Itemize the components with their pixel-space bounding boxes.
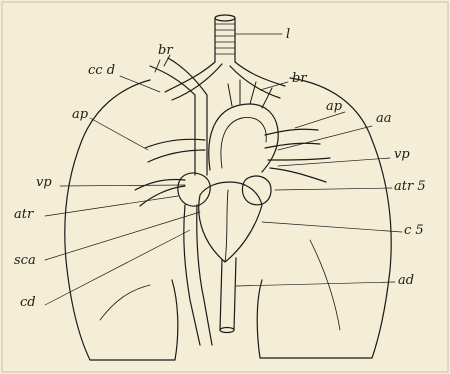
pulmonary-vein-left-shape — [135, 179, 185, 206]
lung-fissure-right — [310, 240, 340, 330]
left-lung-outline — [65, 80, 178, 360]
aortic-arch-shape — [209, 104, 278, 172]
label-bronchus-right: br — [292, 72, 307, 85]
label-vena-cava-superior: cc d — [88, 64, 115, 77]
label-atrium-right: atr — [14, 208, 33, 221]
atrium-left-shape — [242, 176, 271, 205]
label-bronchus-left: br — [158, 44, 173, 57]
pulmonary-vein-right-shape — [268, 158, 330, 182]
lung-fissure-left — [100, 285, 150, 320]
label-atrium-left: atr 5 — [394, 180, 426, 193]
pulmonary-artery-right-shape — [265, 129, 320, 148]
label-pulmonary-artery-left: ap — [72, 108, 88, 121]
trachea — [215, 15, 235, 62]
vena-cava-inferior-shape — [184, 205, 212, 345]
label-trachea: l — [286, 28, 290, 41]
aorta-descending-shape — [220, 258, 236, 330]
label-ventricle-left: c 5 — [404, 224, 424, 237]
right-lung-outline — [257, 78, 391, 358]
bronchus-right-shape — [230, 62, 285, 98]
label-pulmonary-artery-right: ap — [326, 100, 342, 113]
label-vena-cava-inferior: cd — [20, 296, 36, 309]
label-pulmonary-vein-right: vp — [394, 148, 410, 161]
pulmonary-artery-left-shape — [145, 139, 205, 162]
label-aortic-arch: aa — [376, 112, 392, 125]
heart-ventricles-shape — [199, 182, 262, 262]
label-aorta-descending: ad — [398, 274, 414, 287]
label-ventricle-right: sca — [14, 254, 36, 267]
label-pulmonary-vein-left: vp — [36, 176, 52, 189]
